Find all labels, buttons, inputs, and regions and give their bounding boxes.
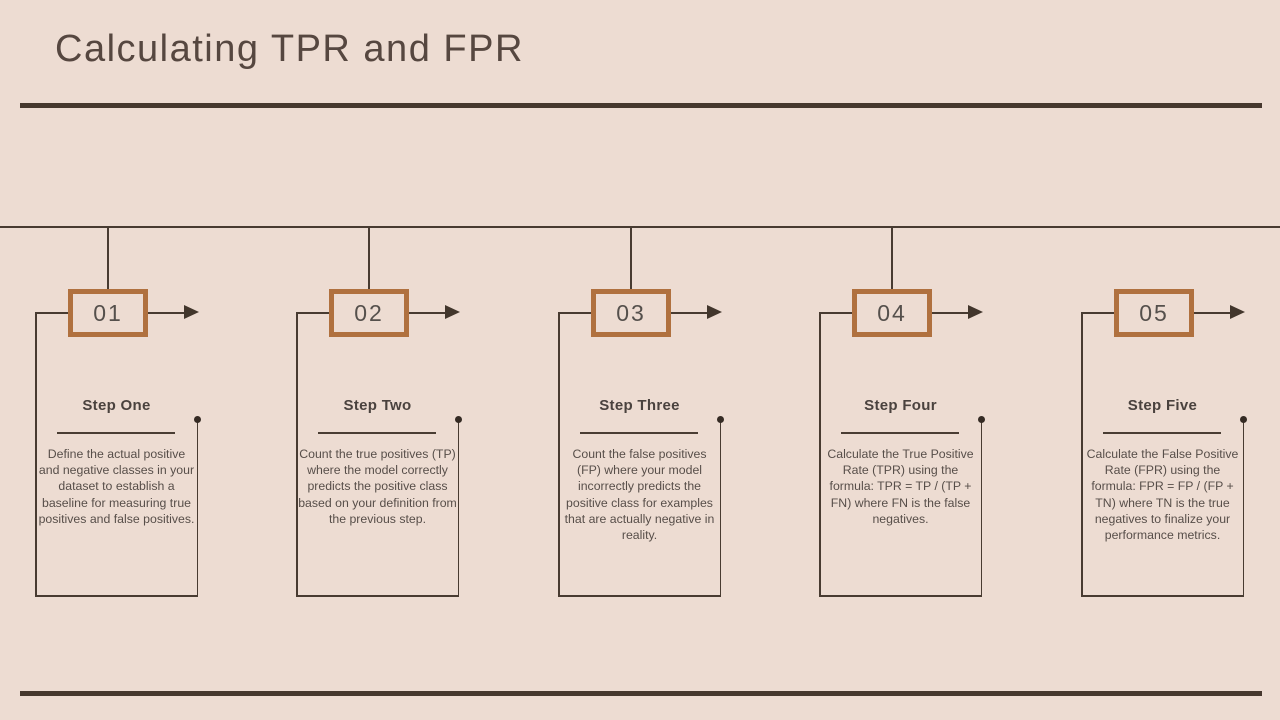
textbox-bottom-edge xyxy=(558,595,721,597)
step-heading: Step One xyxy=(82,397,151,414)
step-description: Calculate the False Positive Rate (FPR) … xyxy=(1086,447,1239,543)
arrow-head-icon xyxy=(445,305,460,319)
textbox-left-edge xyxy=(35,312,37,596)
slide-title: Calculating TPR and FPR xyxy=(55,28,524,70)
arrow-head-icon xyxy=(184,305,199,319)
step-heading: Step Four xyxy=(864,397,937,414)
textbox-bottom-edge xyxy=(1081,595,1244,597)
step-description: Define the actual positive and negative … xyxy=(38,447,195,526)
step-unit-1: 01 Step One Define the actual positive a… xyxy=(35,227,201,599)
step-number: 04 xyxy=(877,299,907,326)
arrow-line xyxy=(932,312,969,314)
textbox-left-edge xyxy=(1081,312,1083,596)
arrow-line xyxy=(148,312,185,314)
connector-dot xyxy=(977,415,985,423)
heading-underline xyxy=(580,432,698,434)
textbox-bottom-edge xyxy=(35,595,198,597)
step-number-box: 01 xyxy=(68,289,148,337)
step-heading: Step Two xyxy=(343,397,412,414)
step-heading: Step Three xyxy=(599,397,680,414)
textbox-right-edge xyxy=(457,419,459,596)
textbox-bottom-edge xyxy=(819,595,982,597)
arrow-head-icon xyxy=(968,305,983,319)
step-description: Count the false positives (FP) where you… xyxy=(564,447,715,543)
timeline-connector-line xyxy=(368,227,370,289)
step-number: 05 xyxy=(1139,299,1169,326)
step-unit-4: 04 Step Four Calculate the True Positive… xyxy=(819,227,985,599)
textbox-left-edge xyxy=(819,312,821,596)
textbox-right-edge xyxy=(719,419,721,596)
step-unit-3: 03 Step Three Count the false positives … xyxy=(558,227,724,599)
timeline-connector-line xyxy=(107,227,109,289)
hook-line xyxy=(35,312,68,314)
step-number-box: 05 xyxy=(1114,289,1194,337)
textbox-left-edge xyxy=(558,312,560,596)
step-unit-2: 02 Step Two Count the true positives (TP… xyxy=(296,227,462,599)
step-number: 02 xyxy=(354,299,384,326)
step-description: Calculate the True Positive Rate (TPR) u… xyxy=(827,447,974,526)
heading-underline xyxy=(1103,432,1221,434)
step-description: Count the true positives (TP) where the … xyxy=(298,447,457,526)
step-number: 01 xyxy=(93,299,123,326)
arrow-line xyxy=(409,312,446,314)
textbox-left-edge xyxy=(296,312,298,596)
step-number-box: 04 xyxy=(852,289,932,337)
step-number-box: 03 xyxy=(591,289,671,337)
connector-dot xyxy=(716,415,724,423)
step-unit-5: 05 Step Five Calculate the False Positiv… xyxy=(1081,227,1247,599)
arrow-line xyxy=(671,312,708,314)
textbox-right-edge xyxy=(1242,419,1244,596)
timeline-line xyxy=(0,226,1280,228)
connector-dot xyxy=(454,415,462,423)
textbox-bottom-edge xyxy=(296,595,459,597)
arrow-line xyxy=(1194,312,1231,314)
heading-underline xyxy=(57,432,175,434)
bottom-divider xyxy=(20,691,1262,696)
heading-underline xyxy=(318,432,436,434)
hook-line xyxy=(296,312,329,314)
heading-underline xyxy=(841,432,959,434)
textbox-right-edge xyxy=(196,419,198,596)
timeline-connector-line xyxy=(630,227,632,289)
timeline-connector-line xyxy=(891,227,893,289)
hook-line xyxy=(819,312,852,314)
arrow-head-icon xyxy=(1230,305,1245,319)
step-number-box: 02 xyxy=(329,289,409,337)
connector-dot xyxy=(1239,415,1247,423)
title-divider xyxy=(20,103,1262,108)
arrow-head-icon xyxy=(707,305,722,319)
hook-line xyxy=(558,312,591,314)
hook-line xyxy=(1081,312,1114,314)
step-number: 03 xyxy=(616,299,646,326)
step-heading: Step Five xyxy=(1127,397,1198,414)
connector-dot xyxy=(193,415,201,423)
textbox-right-edge xyxy=(980,419,982,596)
